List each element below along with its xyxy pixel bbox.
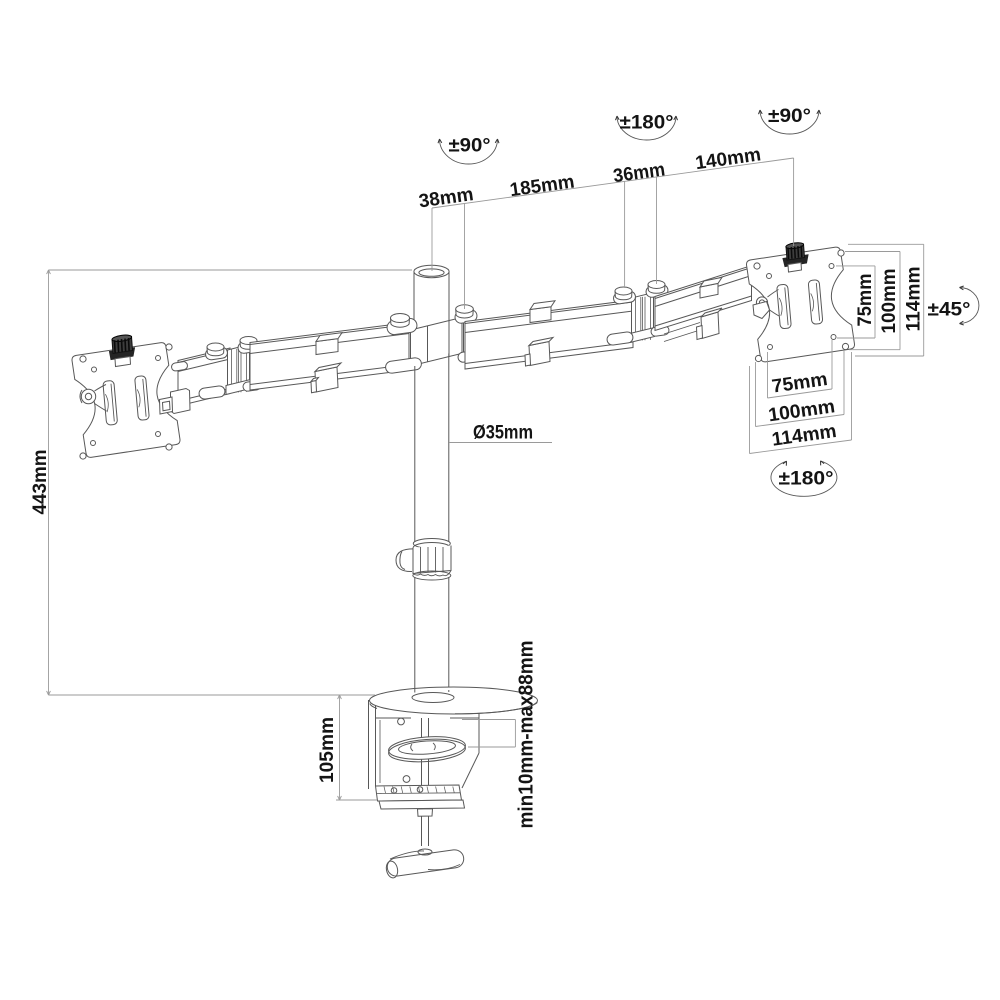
svg-text:75mm: 75mm — [855, 274, 876, 327]
svg-text:±180°: ±180° — [779, 468, 834, 490]
svg-text:±90°: ±90° — [449, 135, 491, 157]
svg-text:Ø35mm: Ø35mm — [473, 422, 533, 443]
svg-text:±90°: ±90° — [768, 105, 811, 127]
svg-text:114mm: 114mm — [903, 267, 924, 332]
svg-text:100mm: 100mm — [879, 269, 900, 334]
svg-text:±45°: ±45° — [928, 299, 971, 321]
svg-text:min10mm-max88mm: min10mm-max88mm — [516, 641, 538, 829]
svg-text:105mm: 105mm — [317, 717, 338, 783]
svg-text:±180°: ±180° — [620, 112, 674, 134]
svg-text:443mm: 443mm — [30, 450, 51, 515]
